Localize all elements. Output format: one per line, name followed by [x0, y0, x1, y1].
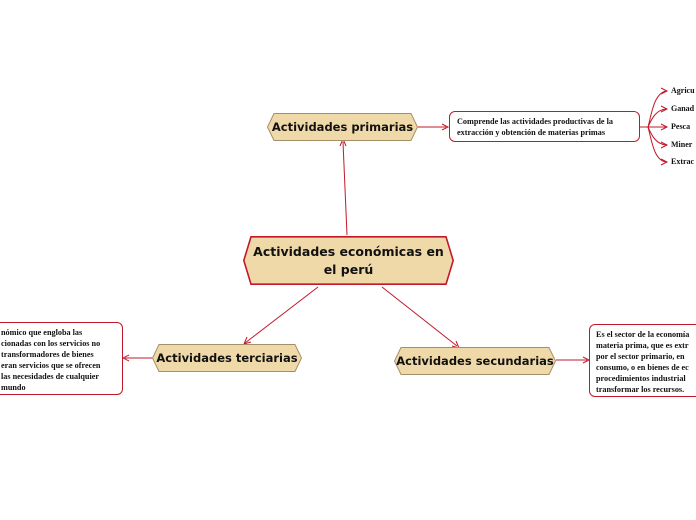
note-secundarias-line2: materia prima, que es extr	[596, 341, 689, 350]
central-topic-label-line2: el perú	[323, 261, 374, 277]
topic-actividades-primarias[interactable]: Actividades primarias	[266, 113, 419, 141]
arrowhead-terciarias-note	[121, 354, 130, 362]
note-secundarias-line4: consumo, o en bienes de ec	[596, 363, 689, 372]
central-topic[interactable]: Actividades económicas en el perú	[242, 236, 455, 286]
topic-terciarias-shape	[151, 344, 303, 372]
note-terciarias-line6: mundo	[1, 383, 26, 392]
central-topic-label: Actividades económicas en el perú	[253, 243, 444, 279]
topic-primarias-shape	[266, 113, 419, 141]
note-secundarias-line1: Es el sector de la economía	[596, 330, 690, 339]
leaf-pesca[interactable]: Pesca	[671, 122, 691, 131]
link-leaf-5	[647, 126, 667, 163]
central-topic-shape	[242, 236, 455, 286]
topic-actividades-secundarias[interactable]: Actividades secundarias	[393, 347, 557, 375]
note-terciarias-line5: las necesidades de cualquier	[1, 372, 100, 381]
note-terciarias-line1: nómico que engloba las	[1, 328, 83, 337]
topic-secundarias-label: Actividades secundarias	[396, 354, 554, 368]
link-central-primarias	[342, 141, 348, 236]
link-leaf-1	[647, 90, 667, 128]
leaf-mineria[interactable]: Miner	[671, 140, 693, 149]
arrowhead-primarias-note	[441, 123, 450, 131]
note-terciarias-line3: transformadores de bienes	[1, 350, 94, 359]
topic-primarias-label: Actividades primarias	[271, 120, 414, 134]
note-primarias-line2: extracción y obtención de materias prima…	[457, 128, 606, 137]
arrowhead-leaf-2	[660, 105, 669, 113]
note-terciarias-line4: eran servicios que se ofrecen	[1, 361, 101, 370]
note-terciarias-line2: cionadas con los servicios no	[1, 339, 101, 348]
arrowhead-leaf-1	[660, 87, 669, 95]
leaf-ganaderia[interactable]: Ganad	[671, 104, 695, 113]
leaf-extraccion[interactable]: Extrac	[671, 157, 695, 166]
note-terciarias[interactable]: nómico que engloba las cionadas con los …	[0, 322, 123, 395]
note-primarias[interactable]: Comprende las actividades productivas de…	[449, 111, 640, 142]
note-secundarias[interactable]: Es el sector de la economía materia prim…	[589, 324, 696, 397]
note-secundarias-line5: procedimientos industrial	[596, 374, 686, 383]
topic-terciarias-label: Actividades terciarias	[156, 351, 298, 365]
arrowhead-leaf-3	[660, 123, 669, 131]
central-topic-label-line1: Actividades económicas en	[253, 243, 444, 259]
link-leaf-2	[647, 108, 667, 128]
topic-secundarias-shape	[393, 347, 557, 375]
link-central-secundarias	[381, 286, 458, 347]
note-primarias-line1: Comprende las actividades productivas de…	[457, 117, 613, 126]
arrowhead-leaf-5	[660, 158, 669, 166]
leaf-agricultura[interactable]: Agricu	[671, 86, 695, 95]
topic-actividades-terciarias[interactable]: Actividades terciarias	[151, 344, 303, 372]
note-secundarias-line3: por el sector primario, en	[596, 352, 685, 361]
note-secundarias-line6: transformar los recursos.	[596, 385, 685, 394]
link-central-terciarias	[244, 286, 319, 344]
arrowhead-leaf-4	[660, 141, 669, 149]
